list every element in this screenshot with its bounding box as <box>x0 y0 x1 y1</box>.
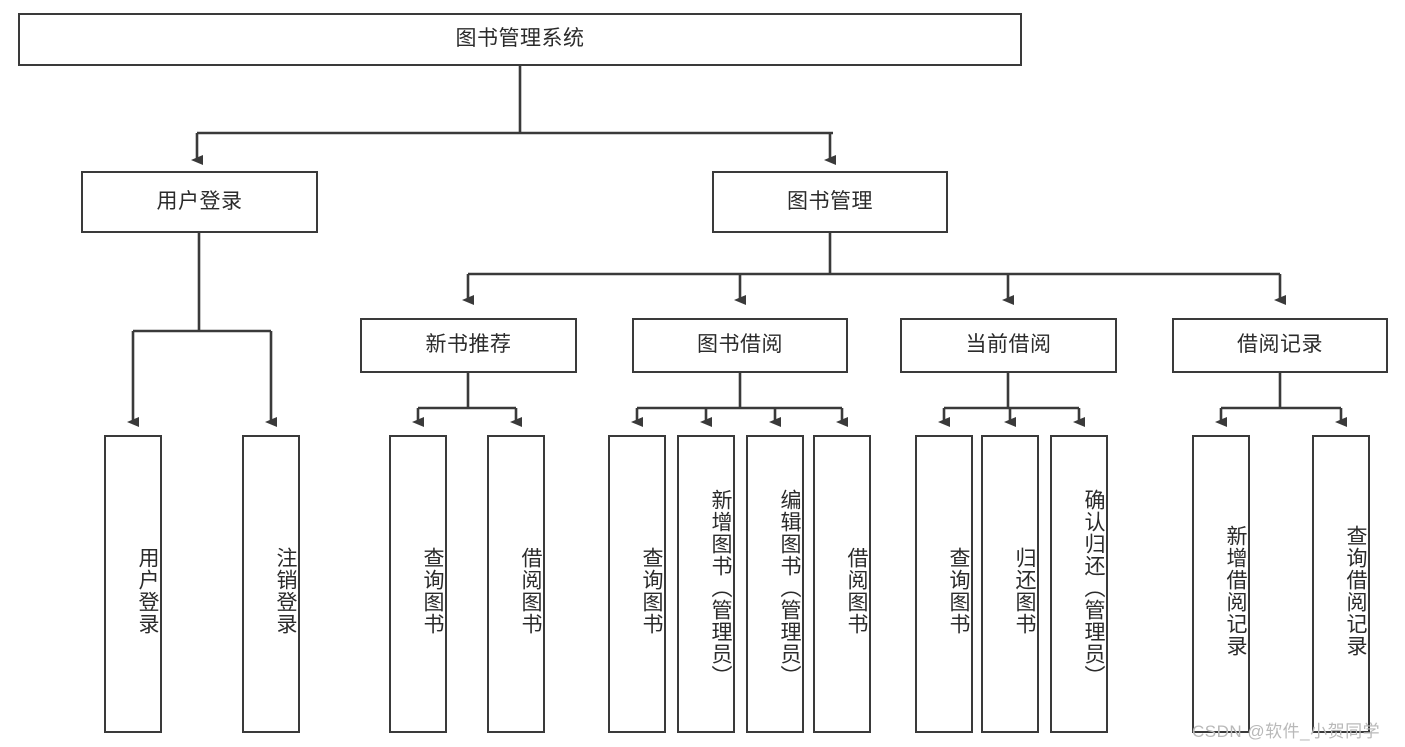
node-leaf-borrow-book-2[interactable]: 借阅图书 <box>813 435 871 733</box>
watermark-text: CSDN @软件_小贺同学 <box>1192 722 1381 741</box>
node-label: 查询图书 <box>421 547 444 635</box>
node-label: 注销登录 <box>274 547 297 635</box>
node-leaf-edit-book[interactable]: 编辑图书（管理员） <box>746 435 804 733</box>
node-borrow-record[interactable]: 借阅记录 <box>1172 318 1388 373</box>
node-leaf-add-book[interactable]: 新增图书（管理员） <box>677 435 735 733</box>
node-current-borrow[interactable]: 当前借阅 <box>900 318 1117 373</box>
node-leaf-query-book-2[interactable]: 查询图书 <box>608 435 666 733</box>
node-label: 新增图书（管理员） <box>709 489 732 687</box>
node-leaf-user-login[interactable]: 用户登录 <box>104 435 162 733</box>
node-label: 用户登录 <box>156 189 243 213</box>
node-label: 借阅图书 <box>519 547 542 635</box>
node-label: 用户登录 <box>136 547 159 635</box>
node-label: 当前借阅 <box>965 333 1052 357</box>
node-label: 查询图书 <box>640 547 663 635</box>
node-label: 归还图书 <box>1013 547 1036 635</box>
node-leaf-query-book-3[interactable]: 查询图书 <box>915 435 973 733</box>
node-new-book-recommend[interactable]: 新书推荐 <box>360 318 577 373</box>
node-label: 确认归还（管理员） <box>1082 489 1105 687</box>
node-leaf-borrow-book-1[interactable]: 借阅图书 <box>487 435 545 733</box>
node-book-management-system[interactable]: 图书管理系统 <box>18 13 1022 66</box>
node-label: 新增借阅记录 <box>1224 525 1247 657</box>
node-leaf-logout-login[interactable]: 注销登录 <box>242 435 300 733</box>
node-book-manage[interactable]: 图书管理 <box>712 171 948 233</box>
node-book-borrow[interactable]: 图书借阅 <box>632 318 848 373</box>
node-label: 查询借阅记录 <box>1344 525 1367 657</box>
node-leaf-query-record[interactable]: 查询借阅记录 <box>1312 435 1370 733</box>
node-leaf-return-book[interactable]: 归还图书 <box>981 435 1039 733</box>
node-label: 借阅图书 <box>845 547 868 635</box>
node-user-login[interactable]: 用户登录 <box>81 171 318 233</box>
node-label: 图书管理系统 <box>455 27 585 51</box>
node-label: 借阅记录 <box>1237 333 1323 357</box>
node-label: 新书推荐 <box>425 333 512 357</box>
node-label: 查询图书 <box>947 547 970 635</box>
node-label: 图书借阅 <box>697 333 783 357</box>
node-leaf-query-book-1[interactable]: 查询图书 <box>389 435 447 733</box>
node-label: 图书管理 <box>787 189 873 213</box>
node-label: 编辑图书（管理员） <box>778 489 801 687</box>
node-leaf-confirm-return[interactable]: 确认归还（管理员） <box>1050 435 1108 733</box>
node-leaf-add-record[interactable]: 新增借阅记录 <box>1192 435 1250 733</box>
